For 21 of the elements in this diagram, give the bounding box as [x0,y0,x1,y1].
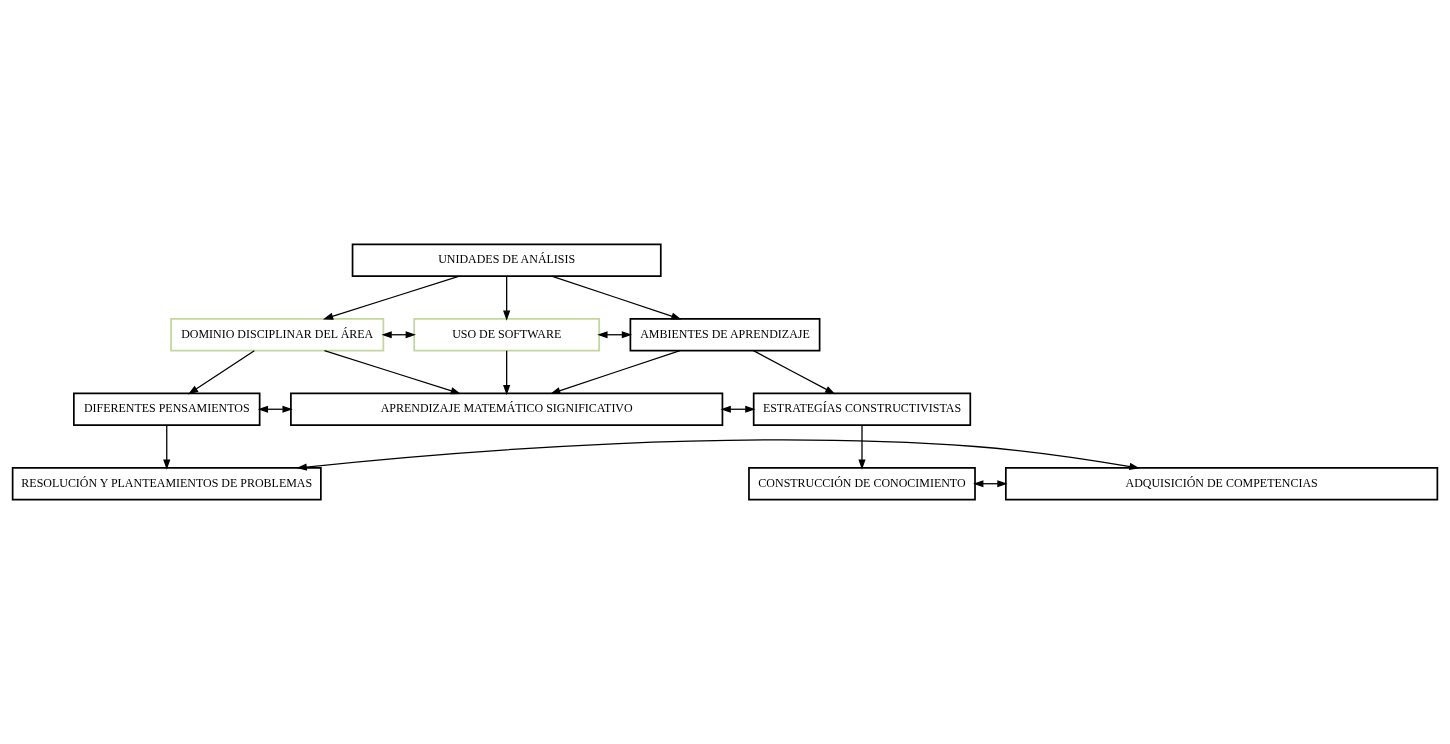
arrow [323,349,461,395]
arrow [296,439,1140,471]
node-box: ADQUISICIÓN DE COMPETENCIAS [1005,467,1439,501]
arrow [503,350,511,396]
node-box: DIFERENTES PENSAMIENTOS [73,392,261,426]
node-box: ESTRATEGÍAS CONSTRUCTIVISTAS [752,392,972,426]
node-box: DOMINIO DISCIPLINAR DEL ÁREA [170,318,385,352]
arrow [322,275,461,320]
node-box: RESOLUCIÓN Y PLANTEAMIENTOS DE PROBLEMAS [11,467,322,501]
arrow [551,275,682,320]
arrow [163,424,171,470]
node-box: APRENDIZAJE MATEMÁTICO SIGNIFICATIVO [290,392,724,426]
arrow [752,350,836,395]
node-box: AMBIENTES DE APRENDIZAJE [629,318,821,352]
node-box: CONSTRUCCIÓN DE CONOCIMIENTO [748,467,976,501]
arrow [503,275,511,321]
node-box: UNIDADES DE ANÁLISIS [351,243,662,277]
arrow [858,424,866,470]
arrow [187,350,255,395]
arrow [550,349,681,395]
node-box: USO DE SOFTWARE [413,318,600,352]
